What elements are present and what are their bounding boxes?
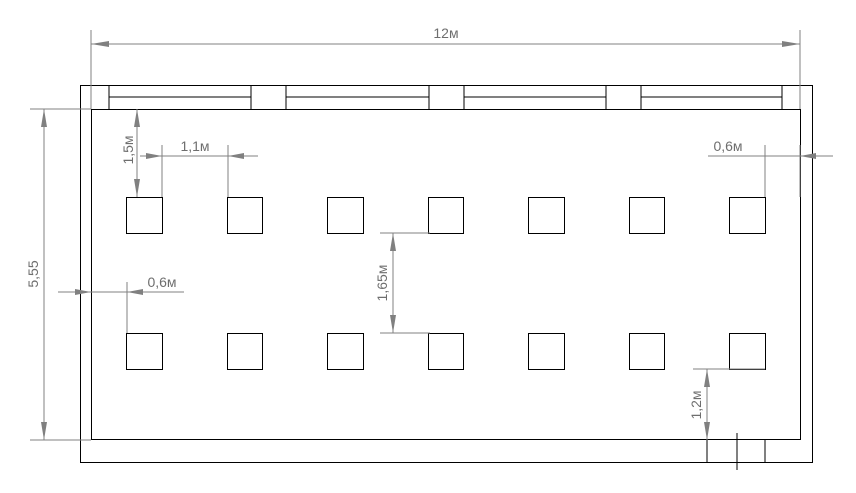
dimension-label-total-length: 12м [433, 25, 458, 41]
window-opening [227, 197, 263, 234]
dimension-label-clearance-left: 0,6м [147, 274, 176, 290]
window-opening [428, 197, 464, 234]
dimension-total-width: 5,55 [25, 108, 91, 441]
window-row-2 [126, 333, 766, 370]
dimension-offset-top: 1,5м [120, 109, 140, 197]
dimension-label-window-spacing: 1,1м [180, 138, 209, 154]
window-opening [126, 333, 163, 370]
dimension-offset-bottom: 1,2м [688, 368, 765, 440]
dimension-label-offset-top: 1,5м [120, 135, 136, 164]
dimension-label-total-width: 5,55 [25, 260, 41, 287]
dimension-window-spacing: 1,1м [140, 138, 258, 197]
inner-wall [91, 109, 801, 440]
window-opening [126, 197, 163, 234]
window-opening [327, 197, 364, 234]
dimension-row-gap: 1,65м [374, 232, 430, 334]
window-opening [528, 197, 565, 234]
dimension-label-row-gap: 1,65м [374, 265, 390, 302]
window-opening [629, 197, 665, 234]
dimension-total-length: 12м [90, 25, 801, 109]
dimension-clearance-left: 0,6м [58, 274, 184, 333]
window-opening [528, 333, 565, 370]
outer-wall [80, 85, 813, 463]
dimension-clearance-right: 0,6м [708, 138, 833, 197]
window-opening [629, 333, 665, 370]
dimension-label-clearance-right: 0,6м [713, 138, 742, 154]
window-opening [327, 333, 364, 370]
window-opening [227, 333, 263, 370]
window-opening [729, 333, 766, 370]
window-opening [729, 197, 766, 234]
window-row-1 [126, 197, 766, 234]
door-opening [706, 433, 766, 470]
dimension-label-offset-bottom: 1,2м [688, 390, 704, 419]
top-window-strip [108, 85, 783, 109]
window-opening [428, 333, 464, 370]
